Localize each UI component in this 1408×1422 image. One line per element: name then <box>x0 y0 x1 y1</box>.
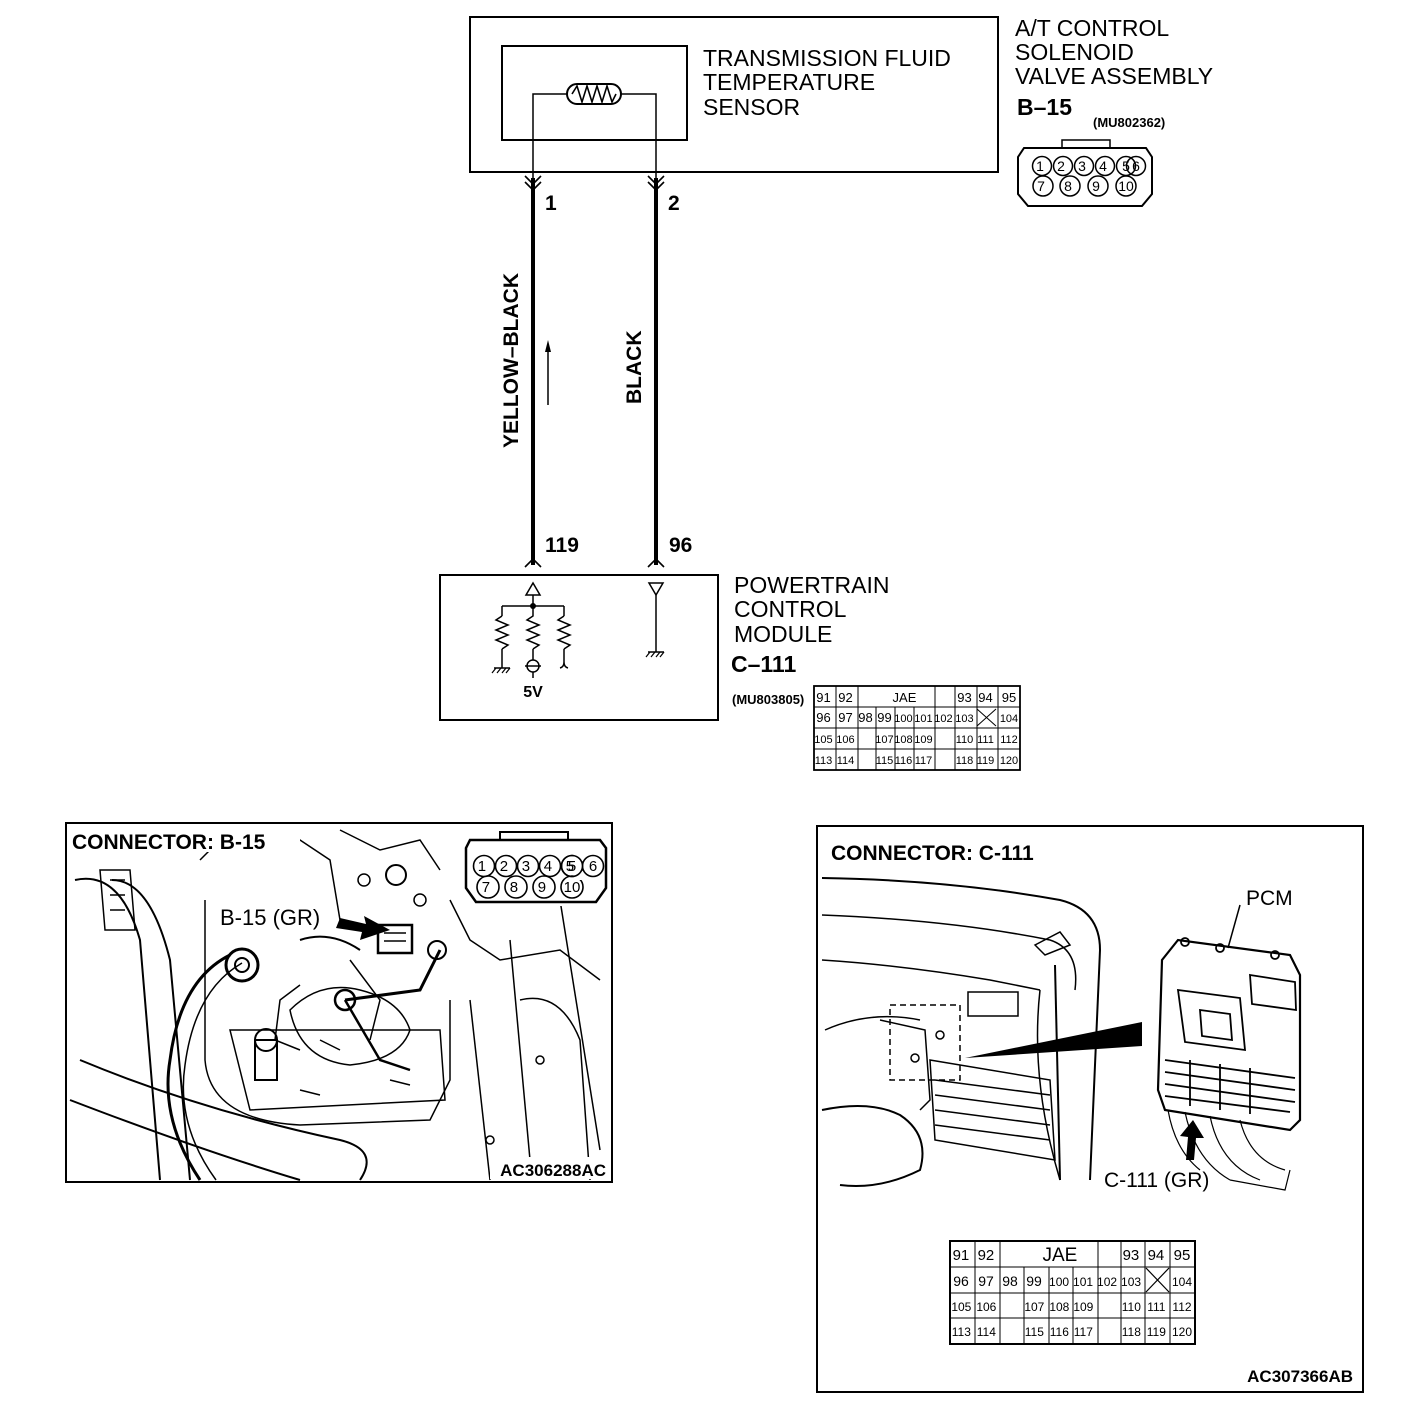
solenoid-assembly-box: TRANSMISSION FLUID TEMPERATURE SENSOR <box>469 16 999 178</box>
b15-pin-6: 6 <box>1125 155 1147 177</box>
wire-1-sensor-pin: 1 <box>545 192 557 215</box>
panel-c111-callout: C-111 (GR) <box>1104 1169 1209 1192</box>
b15-pin-row-bottom: 7 8 9 10 <box>1032 175 1137 197</box>
svg-text:7 8 9: 7 8 9 10 <box>1037 178 1134 194</box>
dashboard-illustration <box>821 877 1102 1187</box>
svg-text:113 114 115: 113 114 115 116 117 118 119 120 <box>815 755 1018 767</box>
pcm-connector-table-large: 91 92 JAE 93 94 95 96 97 98 99 100 101 1… <box>949 1240 1196 1345</box>
panel-connector-b15: CONNECTOR: B-15 B-15 (GR) 1 2 3 <box>65 822 613 1183</box>
resistor-left-icon <box>491 606 511 674</box>
svg-text:91 92 JAE: 91 92 JAE 93 94 95 <box>953 1245 1191 1266</box>
pcm-connector-table-small: 91 92 JAE 93 94 95 96 97 98 99 100 101 1… <box>813 685 1021 771</box>
panel-connector-c111: CONNECTOR: C-111 <box>816 825 1364 1393</box>
pcm-label: PCM <box>1246 887 1293 910</box>
wire-2-sensor-pin: 2 <box>668 192 680 215</box>
solenoid-title: A/T CONTROL SOLENOID VALVE ASSEMBLY <box>1015 15 1213 89</box>
b15-connector-id: B–15 <box>1017 94 1072 120</box>
svg-text:6: 6 <box>1132 158 1140 174</box>
panel-b15-figure-code: AC306288AC <box>500 1161 606 1180</box>
ground-icon <box>645 651 665 658</box>
resistor-right-icon <box>556 606 572 669</box>
b15-pin-row-top: 1 2 3 4 5 <box>1031 155 1137 177</box>
callout-arrow-icon <box>336 916 390 940</box>
panel-b15-title: CONNECTOR: B-15 <box>72 831 266 854</box>
wire-black: 2 BLACK 96 <box>623 175 692 568</box>
current-direction-arrow-icon <box>545 340 551 405</box>
panel-c111-title: CONNECTOR: C-111 <box>831 842 1034 865</box>
sensor-title: TRANSMISSION FLUID TEMPERATURE SENSOR <box>703 45 957 120</box>
wire-2-color-label: BLACK <box>623 331 646 405</box>
wire-2-pcm-pin: 96 <box>669 534 692 557</box>
panel-c111-figure-code: AC307366AB <box>1247 1367 1353 1386</box>
c111-callout-arrow-icon <box>1180 1120 1204 1160</box>
b15-connector-face: 1 2 3 4 5 7 8 9 10 <box>1017 139 1153 207</box>
sensor-inner-box <box>501 45 688 141</box>
svg-text:113 114 115: 113 114 115 116 117 118 119 120 <box>952 1325 1193 1339</box>
c111-part-number: (MU803805) <box>732 692 804 707</box>
supply-voltage-label: 5V <box>523 684 543 701</box>
wire-yellow-black: 1 YELLOW–BLACK 119 <box>500 175 579 568</box>
thermistor-icon <box>566 83 622 105</box>
svg-text:105 106 107: 105 106 107 108 109 110 111 112 <box>951 1300 1192 1314</box>
svg-text:96 97 98 99: 96 97 98 99 100 101 102 103 104 <box>816 710 1018 725</box>
zoom-leader-wedge <box>965 1022 1142 1058</box>
wire-1-pcm-pin: 119 <box>545 534 579 557</box>
c111-connector-id: C–111 <box>731 651 796 677</box>
b15-connector-inset: 1 2 3 4 5 7 8 9 10 <box>460 828 608 906</box>
svg-text:105 106 107: 105 106 107 108 109 110 111 112 <box>814 734 1017 746</box>
pcm-title: POWERTRAIN CONTROL MODULE <box>734 572 896 647</box>
pcm-box: 5V <box>439 574 719 721</box>
transmission-photo-illustration <box>69 829 601 1181</box>
svg-text:91 92 JAE 93: 91 92 JAE 93 94 95 <box>816 690 1016 705</box>
resistor-middle-icon <box>525 606 541 678</box>
input-triangle-icon <box>524 581 542 596</box>
output-triangle-icon <box>647 582 665 597</box>
panel-b15-callout: B-15 (GR) <box>220 905 320 930</box>
svg-text:96 97 98: 96 97 98 99 100 101 102 103 104 <box>953 1273 1192 1289</box>
b15-part-number: (MU802362) <box>1093 115 1165 130</box>
wire-1-color-label: YELLOW–BLACK <box>500 273 523 448</box>
pcm-module-illustration <box>1156 937 1302 1191</box>
